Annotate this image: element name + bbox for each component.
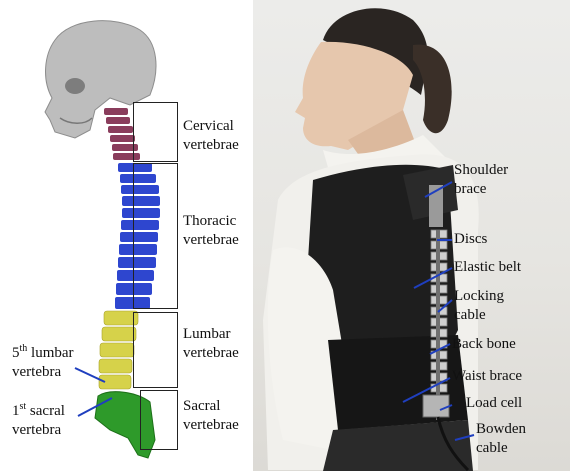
- label-elastic-belt: Elastic belt: [454, 259, 522, 275]
- lumbar-bracket: [133, 312, 178, 388]
- pointer-shoulder-brace: [424, 181, 453, 198]
- label-load-cell: Load cell: [466, 395, 523, 411]
- pointer-elastic-belt: [413, 267, 453, 289]
- label-back-bone: Back bone: [452, 336, 516, 352]
- label-first-sacral: 1st sacral vertebra: [12, 401, 65, 439]
- exoskeleton-photo: [253, 0, 570, 471]
- label-discs: Discs: [454, 231, 488, 247]
- person-illustration: [263, 8, 479, 471]
- label-waist-brace: Waist brace: [452, 368, 523, 384]
- pointer-first-sacral: [77, 397, 113, 417]
- pointer-back-bone: [429, 343, 451, 355]
- pointer-locking-cable: [437, 299, 453, 313]
- thoracic-bracket: [133, 163, 178, 309]
- thoracic-segment: [115, 163, 160, 309]
- pointer-bowden-cable: [454, 434, 475, 441]
- pointer-load-cell: [439, 404, 453, 411]
- pointer-waist-brace: [402, 377, 451, 403]
- skull: [44, 20, 157, 139]
- cervical-bracket: [133, 102, 178, 162]
- lumbar-segment: [98, 310, 139, 390]
- pointer-fifth-lumbar: [74, 367, 106, 383]
- skull-jaw-line: [59, 117, 93, 124]
- skull-eye-socket: [65, 78, 85, 94]
- label-fifth-lumbar: 5th lumbar vertebra: [12, 343, 74, 381]
- sacral-bracket: [140, 390, 178, 450]
- cervical-segment: [104, 108, 140, 160]
